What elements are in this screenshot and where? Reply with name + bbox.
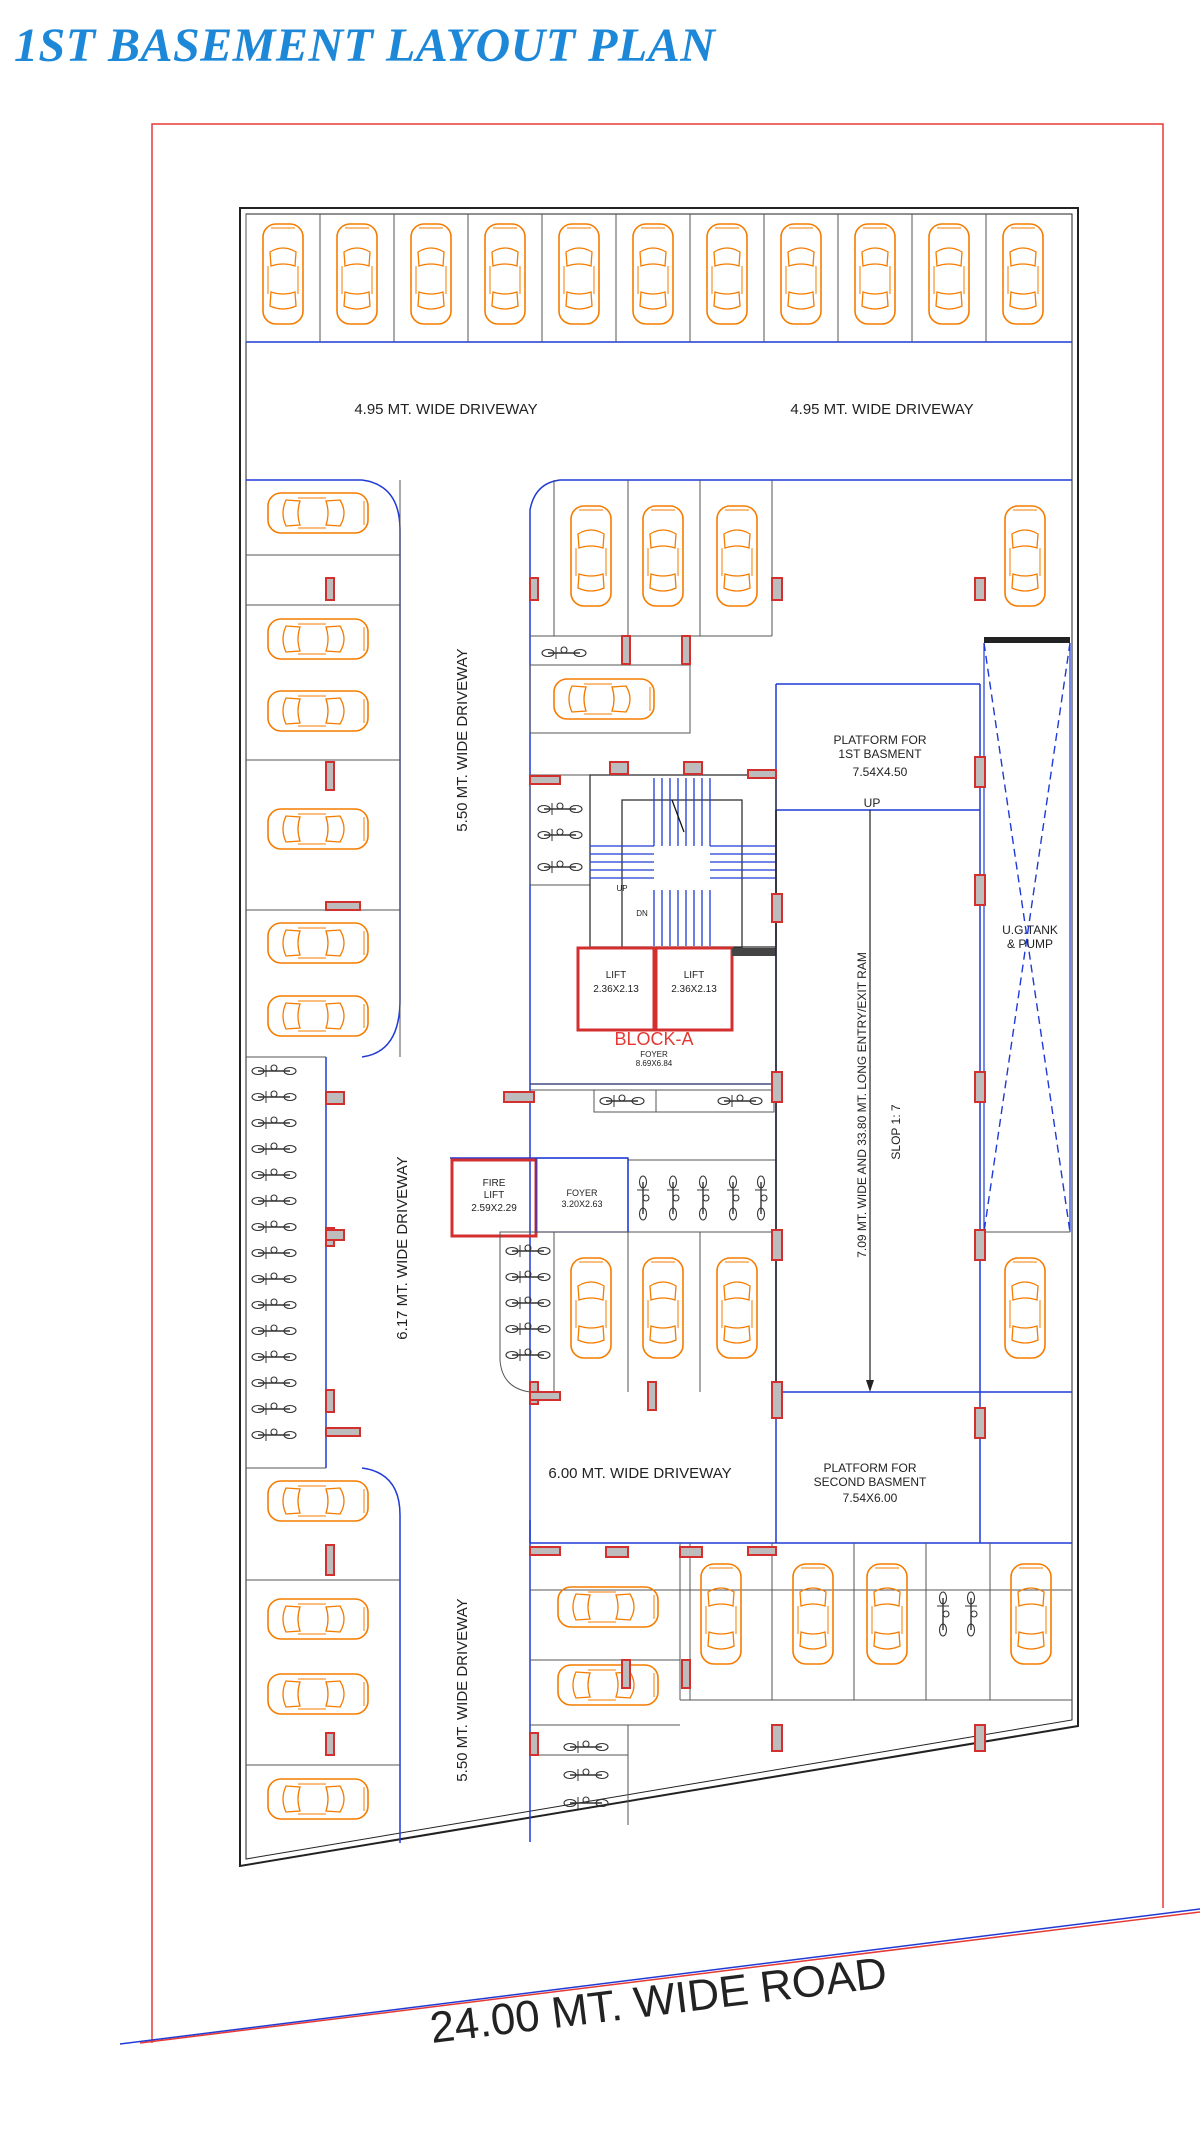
foyer-bikes <box>628 1159 776 1220</box>
lift-block <box>576 946 734 1032</box>
building-outline <box>239 207 1079 1868</box>
platform-label: 7.54X4.50 <box>853 765 908 779</box>
parking-left-lower <box>246 1579 400 1766</box>
road-label: 24.00 MT. WIDE ROAD <box>427 1948 889 2053</box>
driveway-label: 4.95 MT. WIDE DRIVEWAY <box>790 401 973 418</box>
platform-label: 1ST BASMENT <box>838 747 922 761</box>
lift-label: LIFT <box>606 970 627 981</box>
driveway-label: 4.95 MT. WIDE DRIVEWAY <box>354 401 537 418</box>
lift-label: LIFT <box>684 970 705 981</box>
parking-bottom <box>530 1543 1072 1726</box>
block-a-lower <box>530 1083 776 1113</box>
block-label: BLOCK-A <box>614 1029 693 1049</box>
driveway-label: 5.50 MT. WIDE DRIVEWAY <box>454 1598 471 1781</box>
driveway-label: 6.17 MT. WIDE DRIVEWAY <box>394 1156 411 1339</box>
lift-label: 2.36X2.13 <box>593 984 639 995</box>
page-title: 1ST BASEMENT LAYOUT PLAN <box>14 19 716 72</box>
driveway-lines <box>246 341 1072 1843</box>
tank-label: U.G.TANK <box>1002 923 1058 937</box>
parking-left-bikes <box>246 1056 326 1469</box>
ramp-label: 7.09 MT. WIDE AND 33.80 MT. LONG ENTRY/E… <box>855 952 869 1258</box>
platform-label: SECOND BASMENT <box>814 1475 927 1489</box>
lift-label: 2.36X2.13 <box>671 984 717 995</box>
fire-lift-label: 2.59X2.29 <box>471 1203 517 1214</box>
parking-inner-top <box>529 480 773 734</box>
foyer-label: 3.20X2.63 <box>561 1199 602 1209</box>
foyer-label: 8.69X6.84 <box>636 1059 673 1068</box>
platform-label: PLATFORM FOR <box>823 1461 916 1475</box>
fire-lift-label: FIRE <box>483 1178 506 1189</box>
bottom-bikes <box>530 1725 629 1825</box>
parking-left-upper <box>246 480 401 1057</box>
tank-label: & PUMP <box>1007 937 1053 951</box>
fire-lift-label: LIFT <box>484 1190 505 1201</box>
slope-label: SLOP 1: 7 <box>889 1104 903 1159</box>
stair-bikes <box>529 774 591 886</box>
site-boundary <box>119 123 1200 2045</box>
ramp-up-label: UP <box>864 796 881 810</box>
stair-dn-label: DN <box>636 909 648 918</box>
columns <box>325 577 986 1756</box>
driveway-label: 6.00 MT. WIDE DRIVEWAY <box>548 1465 731 1482</box>
stair-up-label: UP <box>616 884 627 893</box>
foyer-label: FOYER <box>640 1050 668 1059</box>
platform-label: PLATFORM FOR <box>833 733 926 747</box>
ug-tank <box>983 637 1071 1233</box>
driveway-label: 5.50 MT. WIDE DRIVEWAY <box>454 648 471 831</box>
parking-top-row <box>245 214 1044 342</box>
staircase <box>589 774 777 949</box>
platform-label: 7.54X6.00 <box>843 1491 898 1505</box>
foyer-label: FOYER <box>566 1188 598 1198</box>
parking-inner-lower <box>499 1231 776 1393</box>
